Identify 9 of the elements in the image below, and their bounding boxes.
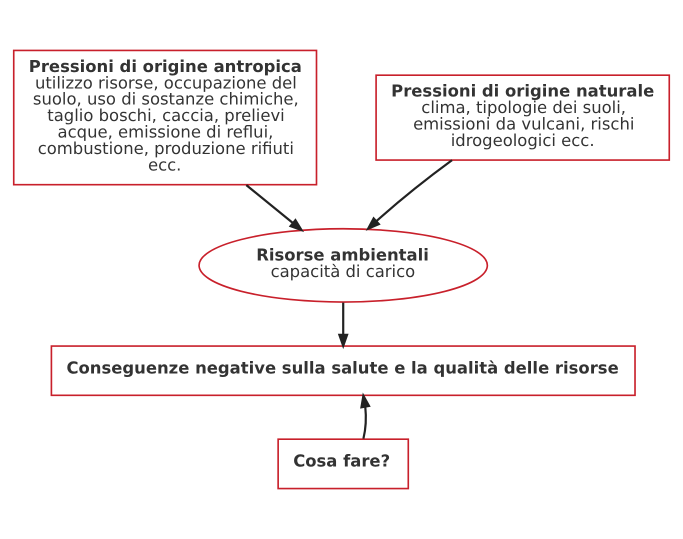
node-box: Cosa fare? [277,438,410,490]
node-box: Pressioni di origine antropica utilizzo risorse, occupazione del suolo, uso di sostanze chimiche, taglio boschi, caccia, prelievi acque, emissione di reflui, combustione, produzione rifiuti ecc. [12,50,318,186]
node-box: Pressioni di origine naturale clima, tipologie dei suoli, emissioni da vulcani, rischi idrogeologici ecc. [375,74,670,161]
arrow [366,159,453,231]
arrow [360,392,371,439]
node-box: Conseguenze negative sulla salute e la qualità delle risorse [50,345,636,396]
arrow [246,184,304,232]
node-ellipse: Risorse ambientali capacità di carico [198,228,488,303]
arrow [338,302,349,350]
